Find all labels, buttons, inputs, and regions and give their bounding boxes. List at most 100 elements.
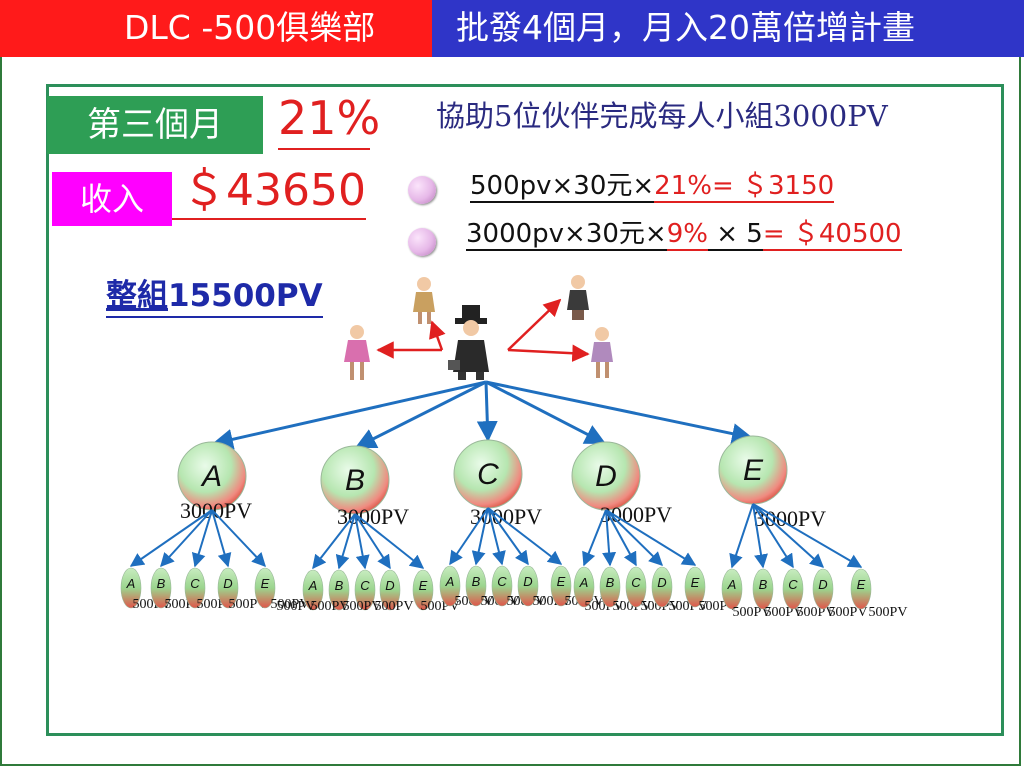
bonus-rate: 21% <box>278 88 380 150</box>
member-node <box>850 568 872 610</box>
member-arrow <box>354 513 370 570</box>
member-node <box>651 566 673 608</box>
bullet-icon <box>408 176 436 204</box>
member-pv-label: 500PV <box>869 605 908 620</box>
member-node-label: A <box>308 578 318 593</box>
member-arrow <box>160 509 213 568</box>
formula-2-rate: 9% <box>666 219 708 251</box>
member-arrow <box>487 507 563 565</box>
member-arrow <box>312 513 356 570</box>
member-node <box>625 566 647 608</box>
month-label: 第三個月 <box>47 96 263 154</box>
member-arrow <box>449 507 489 566</box>
group-total-label: 整組 <box>106 278 168 314</box>
club-title: DLC -500俱樂部 <box>124 8 376 47</box>
group-node-label: A <box>200 460 222 493</box>
member-node-label: E <box>557 574 566 589</box>
member-node <box>328 569 350 611</box>
member-arrow <box>605 509 697 566</box>
formula-1-base: 500pv×30元× <box>470 171 655 203</box>
member-node <box>491 565 513 607</box>
group-pv-label: 3000PV <box>337 504 409 529</box>
member-arrow <box>729 503 754 569</box>
member-arrow <box>129 509 213 567</box>
member-arrow <box>602 509 617 567</box>
member-node <box>599 566 621 608</box>
member-node <box>354 569 376 611</box>
plan-title: 批發4個月，月入20萬倍增計畫 <box>456 8 915 47</box>
member-arrow <box>752 503 863 568</box>
member-arrow <box>752 503 794 569</box>
member-node <box>812 568 834 610</box>
member-node <box>150 567 172 609</box>
member-arrow <box>354 513 391 570</box>
member-node-label: D <box>523 574 532 589</box>
member-node-label: E <box>419 578 428 593</box>
branch-arrow <box>211 380 487 450</box>
member-pv-label: 500PV <box>829 605 868 620</box>
member-pv-label: 500PV <box>375 599 414 614</box>
member-node <box>412 569 434 611</box>
member-node-label: B <box>472 574 481 589</box>
member-node-label: B <box>157 576 166 591</box>
man-figure-icon <box>567 275 589 320</box>
member-node <box>752 568 774 610</box>
member-node <box>217 567 239 609</box>
member-node-label: D <box>818 577 827 592</box>
member-node <box>573 566 595 608</box>
formula-2-base: 3000pv×30元× <box>466 219 667 251</box>
member-node <box>782 568 804 610</box>
member-node-label: A <box>126 576 136 591</box>
member-node-label: B <box>759 577 768 592</box>
member-arrow <box>605 509 637 567</box>
group-pv-label: 3000PV <box>754 506 826 531</box>
member-arrow <box>487 507 506 566</box>
member-node <box>379 569 401 611</box>
woman-figure-icon <box>413 277 435 324</box>
member-arrow <box>211 509 266 568</box>
member-node-label: E <box>857 577 866 592</box>
member-node-label: D <box>223 576 232 591</box>
member-node-label: A <box>579 575 589 590</box>
group-total: 整組15500PV <box>106 276 323 318</box>
member-node <box>465 565 487 607</box>
member-pv-label: 500PV <box>277 599 316 614</box>
group-node-label: E <box>743 454 764 487</box>
group-node-label: D <box>595 460 617 493</box>
member-node <box>439 565 461 607</box>
member-pv-label: 500PV <box>797 605 836 620</box>
member-node <box>302 569 324 611</box>
member-node-label: C <box>631 575 641 590</box>
member-arrow <box>335 513 356 570</box>
formula-line-2: 3000pv×30元×9% × 5= ＄40500 <box>466 216 902 252</box>
member-arrow <box>191 509 213 568</box>
assist-text: 協助5位伙伴完成每人小組3000PV <box>436 99 888 133</box>
branch-arrow <box>485 380 754 444</box>
member-node-label: B <box>335 578 344 593</box>
woman-figure-icon <box>591 327 613 378</box>
member-node <box>184 567 206 609</box>
bullet-icon <box>408 228 436 256</box>
businessman-figure-icon <box>448 305 489 380</box>
member-node <box>254 567 276 609</box>
group-node-label: C <box>477 458 499 491</box>
formula-line-1: 500pv×30元×21%= ＄3150 <box>470 168 835 204</box>
header-left-bar: DLC -500俱樂部 <box>0 0 432 57</box>
member-arrow <box>471 507 489 566</box>
member-arrow <box>211 509 232 568</box>
member-node <box>120 567 142 609</box>
header-right-bar: 批發4個月，月入20萬倍增計畫 <box>432 0 1024 57</box>
income-label: 收入 <box>52 172 172 226</box>
member-node <box>721 568 743 610</box>
member-node-label: C <box>190 576 200 591</box>
member-arrow <box>752 503 768 569</box>
member-pv-label: 500PV <box>271 597 310 612</box>
member-pv-label: 500PV <box>311 599 350 614</box>
member-node-label: E <box>261 576 270 591</box>
formula-2-result: = ＄40500 <box>762 219 902 251</box>
branch-arrow <box>485 380 607 445</box>
group-node-label: B <box>345 464 365 497</box>
branch-arrow <box>354 380 487 449</box>
